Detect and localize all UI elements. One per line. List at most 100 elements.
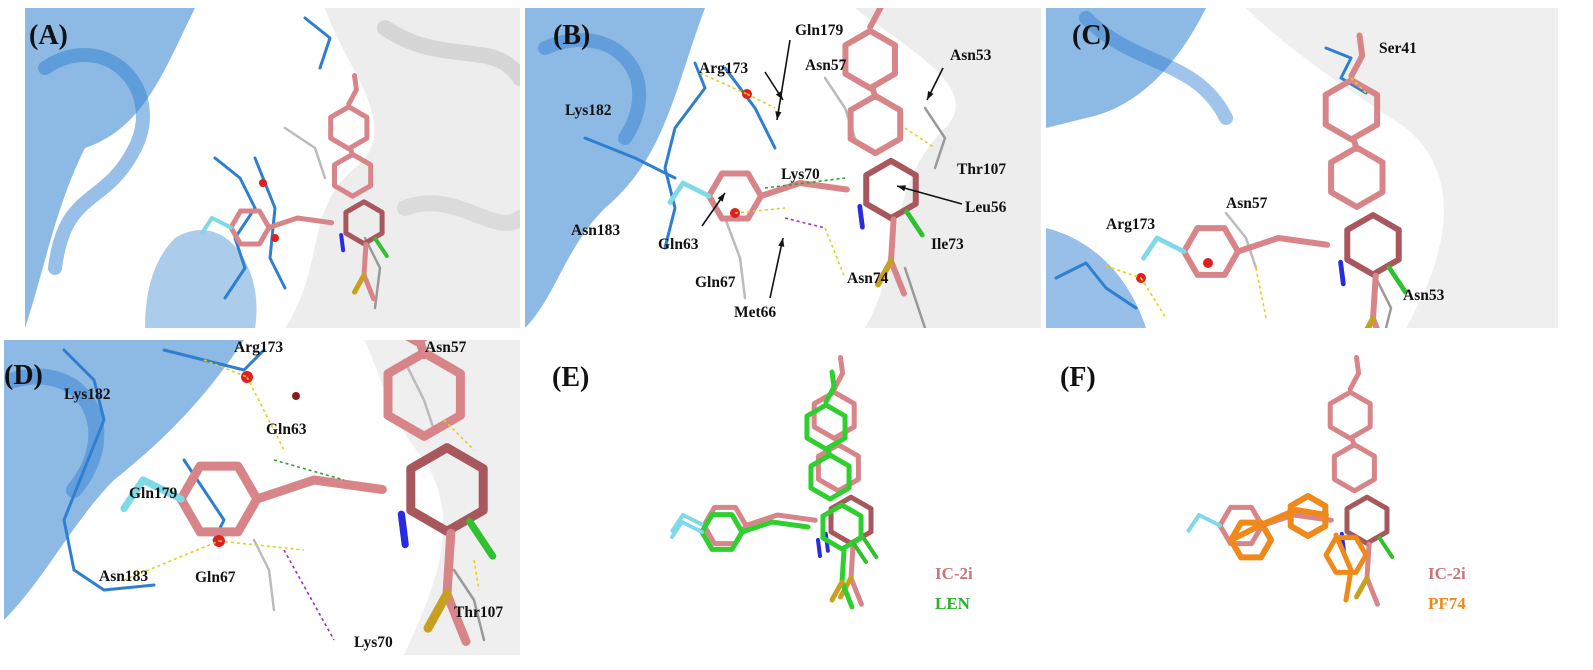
hbond xyxy=(443,419,475,451)
ligand-bond xyxy=(1351,137,1360,152)
hbond xyxy=(283,549,335,641)
water-molecule xyxy=(1203,258,1213,268)
hbond xyxy=(246,376,285,451)
pointer-arrow xyxy=(896,185,963,205)
label-leu56: Leu56 xyxy=(965,199,1007,216)
residue-stick xyxy=(303,16,332,70)
label-thr107: Thr107 xyxy=(454,604,504,621)
pointer-arrow-head xyxy=(775,111,782,120)
pf74-ring xyxy=(1323,535,1369,575)
ligand-ring xyxy=(811,389,857,441)
label-arg173: Arg173 xyxy=(1106,216,1156,233)
ligand-cf3 xyxy=(200,216,233,235)
panel-e-letter: (E) xyxy=(552,362,590,393)
ligand-nitrogen xyxy=(816,538,822,558)
ligand-tail xyxy=(823,369,837,405)
ligand-cf3 xyxy=(670,520,704,539)
hbond xyxy=(746,93,776,109)
ligand-cf3 xyxy=(1186,513,1222,533)
ligand-cf3 xyxy=(120,476,185,513)
ligand-ring xyxy=(332,151,374,199)
ligand-chlorine xyxy=(1386,265,1408,295)
water-molecule xyxy=(292,392,300,400)
ligand-tail xyxy=(1348,32,1366,79)
residue-lys182 xyxy=(583,136,677,180)
residue-stick xyxy=(213,156,257,300)
ligand-chlorine xyxy=(466,518,497,560)
protein-helix-blue xyxy=(1046,8,1206,128)
protein-helix-blue xyxy=(25,8,195,328)
protein-helix-blue xyxy=(1046,228,1146,328)
label-asn183: Asn183 xyxy=(571,222,621,239)
protein-helix-blue xyxy=(4,340,244,620)
ligand-sulfur xyxy=(1354,575,1370,600)
hbond xyxy=(1105,265,1142,279)
residue-asn57 xyxy=(402,358,436,432)
protein-ribbon xyxy=(6,368,105,498)
ligand-ring xyxy=(1327,389,1373,441)
ligand-linker xyxy=(743,512,818,528)
ligand-ring xyxy=(328,104,370,152)
residue-asn53 xyxy=(1374,276,1393,328)
label-lys182: Lys182 xyxy=(565,102,612,119)
residue-arg173 xyxy=(663,61,707,250)
hbond xyxy=(123,540,220,581)
hbond xyxy=(824,227,846,279)
label-thr107: Thr107 xyxy=(957,161,1007,178)
protein-helix-white xyxy=(1246,8,1558,328)
label-asn53: Asn53 xyxy=(1403,287,1445,304)
residue-arg173 xyxy=(1054,261,1138,310)
ligand-nitrogen xyxy=(857,203,865,230)
residue-ile73 xyxy=(903,266,927,328)
panel-b-structure xyxy=(525,8,1041,328)
panel-d: (D) Arg173 Asn57 Lys182 Gln63 Gln179 Asn… xyxy=(4,340,520,655)
ligand-linker xyxy=(266,215,335,230)
label-asn57: Asn57 xyxy=(425,340,467,356)
label-asn183: Asn183 xyxy=(99,568,149,585)
protein-ribbon xyxy=(38,48,150,275)
label-gln63: Gln63 xyxy=(658,236,699,253)
ligand-nitrogen xyxy=(397,510,409,549)
panel-d-structure xyxy=(4,340,520,655)
panel-f-letter: (F) xyxy=(1060,362,1096,393)
label-lys70: Lys70 xyxy=(781,166,820,183)
ligand-sulfur xyxy=(829,579,845,603)
ligand-cf3 xyxy=(667,180,712,205)
ligand-bond xyxy=(348,147,356,158)
pointer-arrow xyxy=(769,237,784,299)
ligand-bond xyxy=(825,447,833,459)
ligand-ring xyxy=(1331,442,1377,494)
label-asn57: Asn57 xyxy=(805,57,847,74)
hbond xyxy=(203,359,248,378)
ligand-ring xyxy=(808,452,852,502)
panel-f-structure xyxy=(1186,355,1395,607)
label-gln179: Gln179 xyxy=(129,485,178,502)
protein-ribbon xyxy=(377,20,520,86)
label-arg173: Arg173 xyxy=(234,340,284,356)
ligand-ring xyxy=(1322,77,1381,143)
hbond xyxy=(734,207,786,214)
residue-asn53 xyxy=(923,106,947,170)
ligand-sulfur xyxy=(352,272,367,295)
ligand-tail xyxy=(346,73,359,107)
protein-ribbon xyxy=(397,195,520,231)
panel-d-letter: (D) xyxy=(4,360,43,391)
panel-b-letter: (B) xyxy=(553,20,591,51)
pointer-arrow-head xyxy=(927,91,934,100)
residue-gln67 xyxy=(723,216,747,300)
water-molecule xyxy=(259,179,267,187)
ligand-sulfonamide xyxy=(1364,541,1380,607)
ligand-tail xyxy=(831,355,846,392)
panel-f: (F) IC-2i PF74 xyxy=(1046,340,1558,655)
ligand-ring xyxy=(1344,212,1402,278)
hbond xyxy=(784,217,826,229)
ligand-tail xyxy=(1347,355,1362,392)
hbond xyxy=(473,559,480,591)
ligand-cf3 xyxy=(1141,235,1187,261)
residue-gln179 xyxy=(723,66,777,150)
label-lys70: Lys70 xyxy=(354,634,393,651)
label-gln67: Gln67 xyxy=(195,569,236,586)
label-asn57: Asn57 xyxy=(1226,195,1268,212)
pointer-arrow xyxy=(776,39,791,121)
protein-ribbon xyxy=(538,33,647,145)
